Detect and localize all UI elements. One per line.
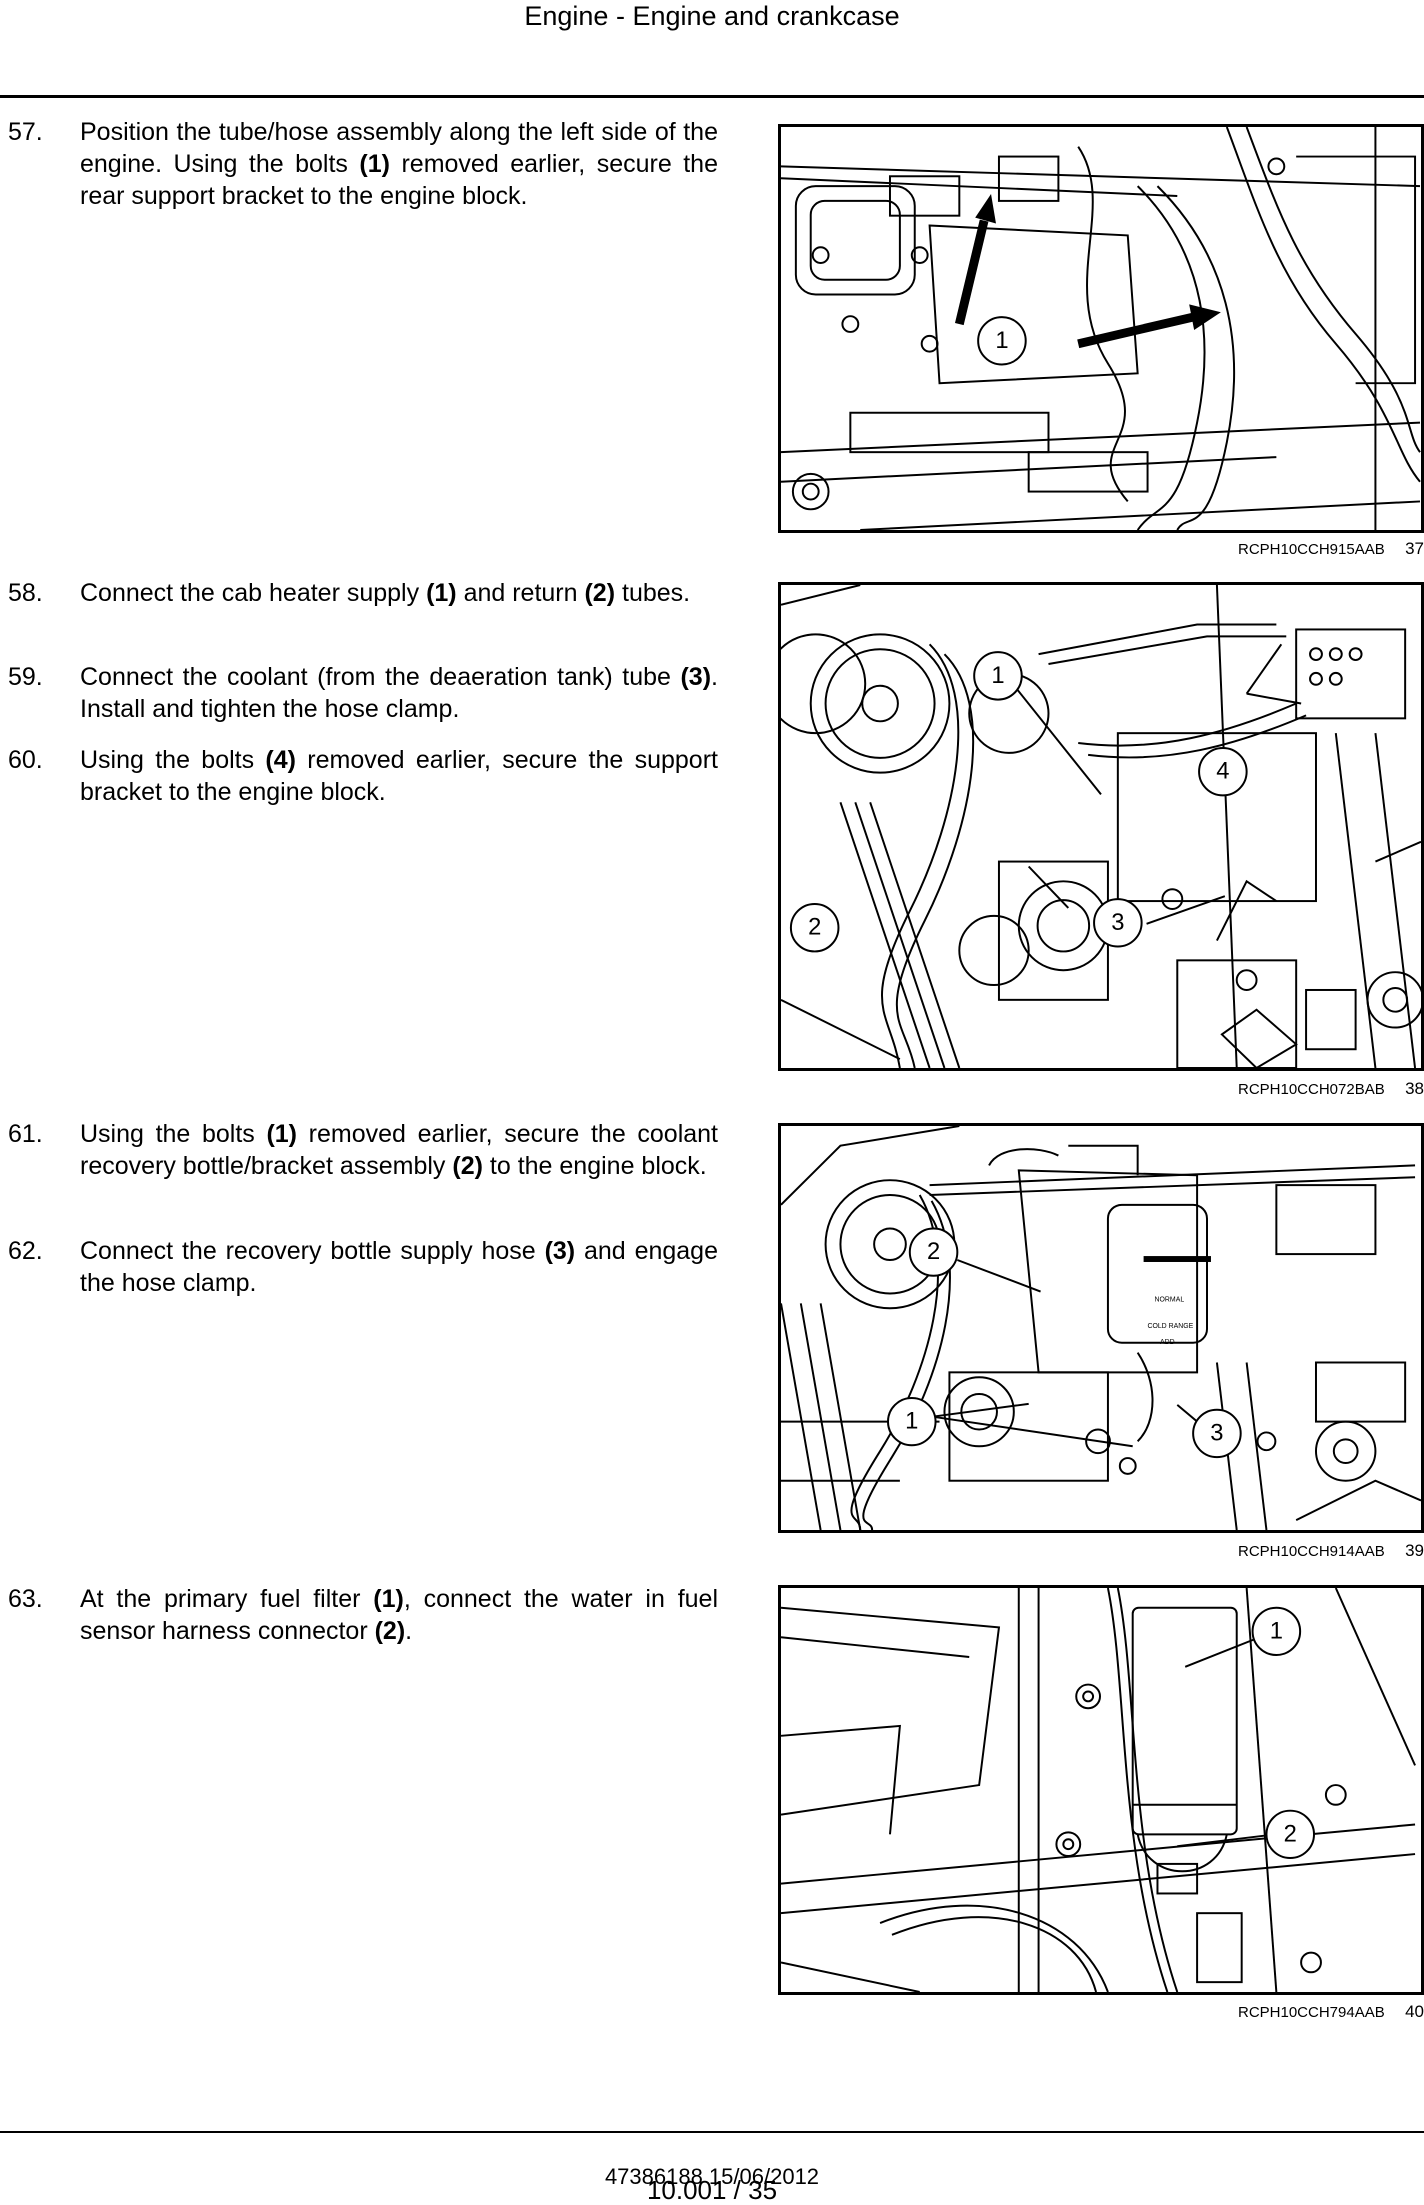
- figure-38-heater-tubes: 1 4 2 3: [778, 582, 1424, 1071]
- step-number: 60.: [8, 746, 43, 774]
- figure-code: RCPH10CCH072BAB: [1238, 1081, 1385, 1098]
- figure-39-callout-1: 1: [905, 1409, 918, 1435]
- step-58: 58. Connect the cab heater supply (1) an…: [8, 577, 718, 609]
- figure-38-callout-1: 1: [991, 663, 1004, 689]
- step-61: 61. Using the bolts (1) removed earlier,…: [8, 1118, 718, 1182]
- figure-38-callout-3: 3: [1111, 910, 1124, 936]
- figure-37-engine-left-side: 1: [778, 124, 1424, 533]
- figure-code: RCPH10CCH914AAB: [1238, 1543, 1385, 1560]
- figure-number: 38: [1405, 1079, 1424, 1098]
- step-text: Connect the cab heater supply (1) and re…: [80, 579, 691, 607]
- figure-37-callout-1: 1: [995, 328, 1008, 354]
- page-header-title: Engine - Engine and crankcase: [524, 1, 900, 31]
- figure-number: 37: [1405, 539, 1424, 558]
- figure-number: 39: [1405, 1541, 1424, 1560]
- step-59: 59. Connect the coolant (from the deaera…: [8, 661, 718, 725]
- step-60: 60. Using the bolts (4) removed earlier,…: [8, 744, 718, 808]
- step-57: 57. Position the tube/hose assembly alon…: [8, 116, 718, 212]
- figure-40-primary-fuel-filter: 1 2: [778, 1585, 1424, 1995]
- step-63: 63. At the primary fuel filter (1), conn…: [8, 1583, 718, 1647]
- figure-39-coolant-recovery-bottle: NORMAL COLD RANGE ADD 2 1 3: [778, 1123, 1424, 1533]
- footer-document-number: 47386188 15/06/2012: [604, 2164, 820, 2189]
- figure-code: RCPH10CCH915AAB: [1238, 541, 1385, 558]
- step-number: 57.: [8, 118, 43, 146]
- step-text: Connect the recovery bottle supply hose …: [80, 1237, 718, 1297]
- step-number: 62.: [8, 1237, 43, 1265]
- figure-38-callout-4: 4: [1216, 759, 1229, 785]
- figure-40-callout-2: 2: [1284, 1821, 1297, 1847]
- figure-number: 40: [1405, 2002, 1424, 2021]
- step-text: At the primary fuel filter (1), connect …: [80, 1585, 718, 1645]
- figure-39-callout-2: 2: [927, 1239, 940, 1265]
- step-number: 63.: [8, 1585, 43, 1613]
- figure-40-callout-1: 1: [1270, 1618, 1283, 1644]
- header-rule: [0, 95, 1424, 98]
- step-text: Using the bolts (1) removed earlier, sec…: [80, 1120, 718, 1180]
- step-62: 62. Connect the recovery bottle supply h…: [8, 1235, 718, 1299]
- step-number: 58.: [8, 579, 43, 607]
- step-number: 61.: [8, 1120, 43, 1148]
- figure-39-callout-3: 3: [1210, 1420, 1223, 1446]
- footer-rule: [0, 2131, 1424, 2133]
- step-text: Connect the coolant (from the deaeration…: [80, 663, 718, 723]
- bottle-label-cold-range: COLD RANGE: [1147, 1323, 1193, 1330]
- step-text: Position the tube/hose assembly along th…: [80, 118, 718, 210]
- bottle-label-add: ADD: [1160, 1339, 1175, 1346]
- figure-code: RCPH10CCH794AAB: [1238, 2004, 1385, 2021]
- step-text: Using the bolts (4) removed earlier, sec…: [80, 746, 718, 806]
- footer-page-number: 10.001 / 35: [646, 2175, 778, 2205]
- bottle-label-normal: NORMAL: [1155, 1296, 1185, 1303]
- step-number: 59.: [8, 663, 43, 691]
- figure-38-callout-2: 2: [808, 915, 821, 941]
